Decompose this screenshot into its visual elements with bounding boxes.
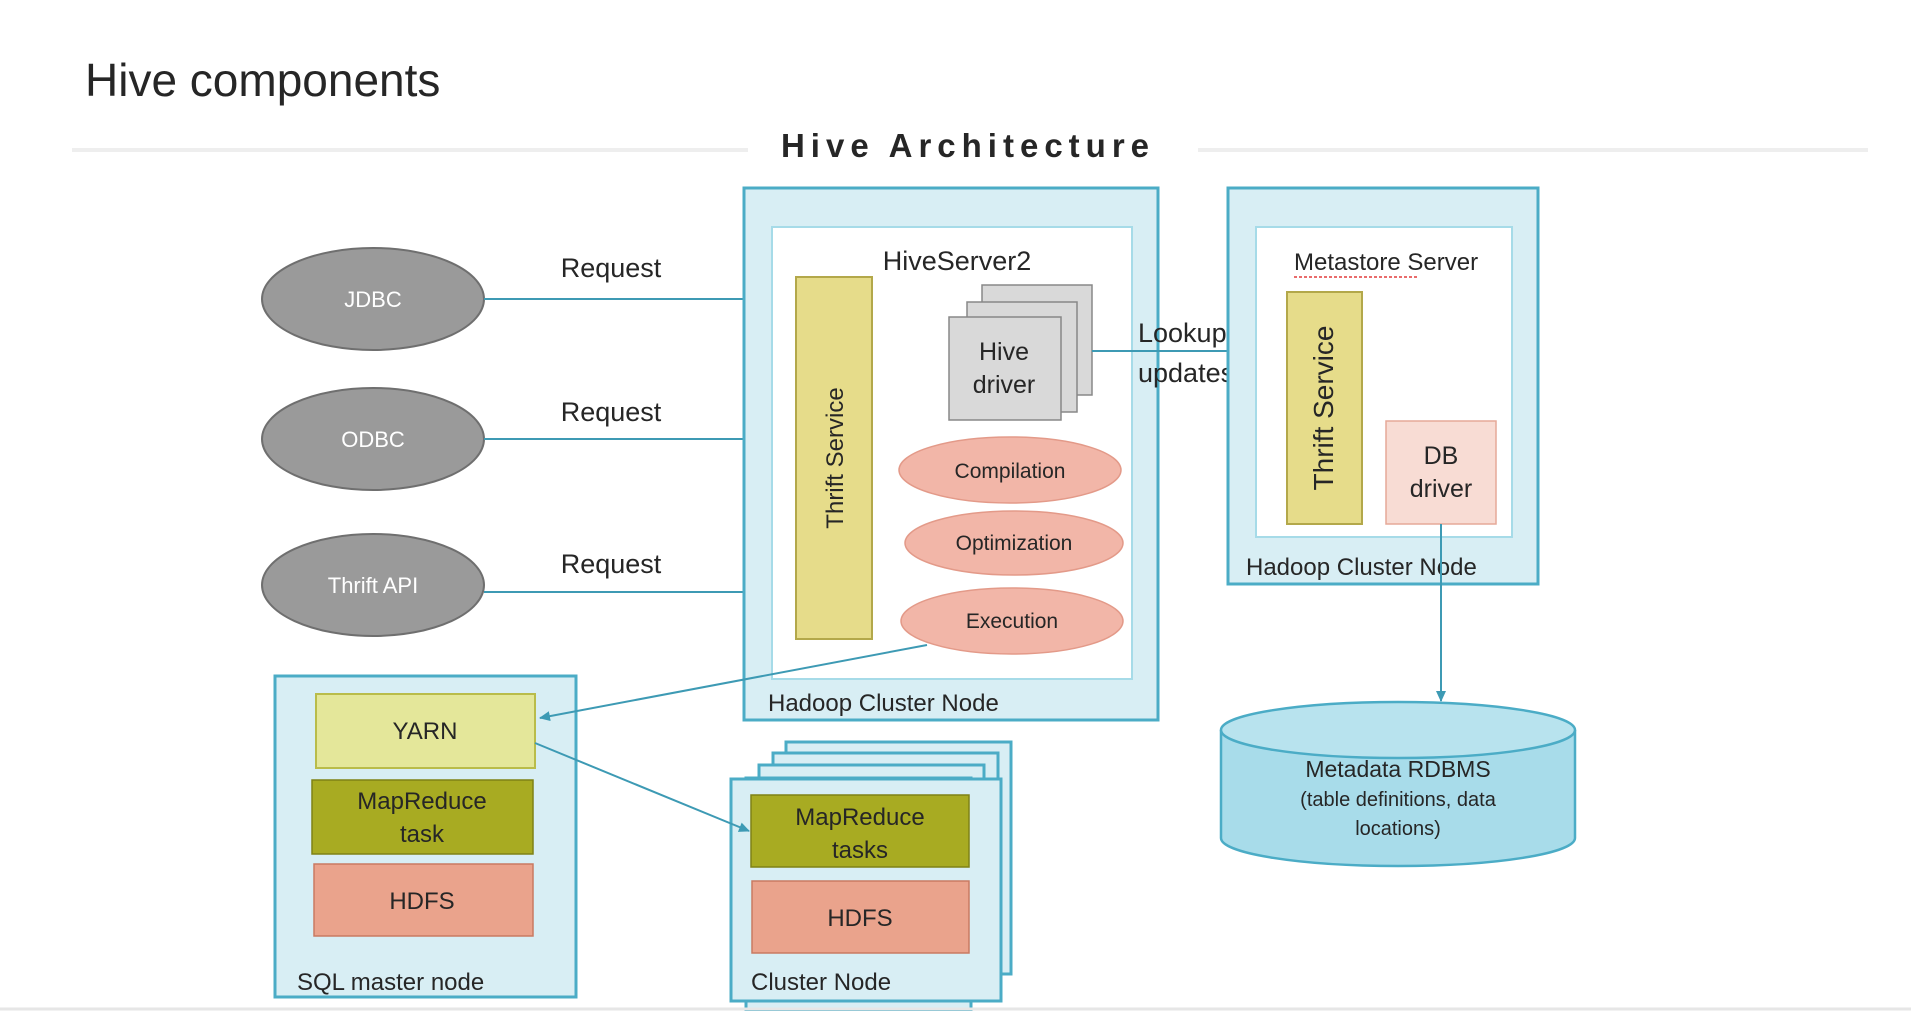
optimization-stage: [904, 510, 1124, 576]
hiveserver-thrift-service: [795, 276, 873, 640]
yarn-to-cluster-arrow: [534, 742, 750, 832]
rdbms-label-line1: Metadata RDBMS: [1305, 756, 1490, 782]
jdbc-request-label: Request: [561, 253, 662, 283]
hive-driver-label-line2: driver: [973, 371, 1036, 399]
thrift-api-client-label: Thrift API: [328, 573, 418, 598]
yarn-label: YARN: [393, 718, 458, 745]
lookups-label-line1: Lookups: [1138, 318, 1240, 348]
odbc-client-label: ODBC: [341, 427, 405, 452]
metastore-node-label: Hadoop Cluster Node: [1246, 554, 1477, 581]
master-hdfs-label: HDFS: [389, 888, 454, 915]
slide-title: Hive components: [85, 54, 440, 106]
hive-driver-label-line1: Hive: [979, 338, 1029, 366]
cluster-node-label: Cluster Node: [751, 969, 891, 996]
execution-label: Execution: [966, 610, 1058, 633]
compilation-label: Compilation: [955, 460, 1066, 483]
rdbms-label-line3: locations): [1355, 818, 1441, 840]
db-driver-label-line1: DB: [1424, 442, 1459, 470]
execution-to-yarn-arrow: [539, 644, 928, 722]
diagram-heading: Hive Architecture: [781, 127, 1155, 164]
odbc-request-label: Request: [561, 397, 662, 427]
hive-driver-box: [948, 316, 1062, 421]
rdbms-cylinder-top: [1219, 700, 1577, 760]
thrift-api-request-label: Request: [561, 549, 662, 579]
master-hdfs-box: [313, 863, 534, 937]
optimization-label: Optimization: [956, 532, 1073, 555]
hiveserver-node-label: Hadoop Cluster Node: [768, 690, 999, 717]
cluster-hdfs-box: [751, 880, 970, 954]
metastore-thrift-label: Thrift Service: [1308, 326, 1339, 491]
lookups-label-line2: updates: [1138, 358, 1234, 388]
cluster-hdfs-label: HDFS: [827, 905, 892, 932]
db-driver-label-line2: driver: [1410, 475, 1473, 503]
cluster-mapreduce-label-line2: tasks: [832, 837, 888, 864]
metastore-thrift-service: [1286, 291, 1363, 525]
cluster-mapreduce-box: [750, 794, 970, 868]
metastore-title: Metastore Server: [1294, 249, 1478, 276]
cluster-mapreduce-label-line1: MapReduce: [795, 804, 924, 831]
execution-stage: [900, 587, 1124, 655]
master-mapreduce-label-line1: MapReduce: [357, 788, 486, 815]
rdbms-cylinder-body: [1219, 730, 1577, 868]
jdbc-client-label: JDBC: [344, 287, 402, 312]
master-mapreduce-box: [311, 779, 534, 855]
sql-master-node-label: SQL master node: [297, 969, 484, 996]
master-mapreduce-label-line2: task: [400, 821, 445, 848]
db-driver-box: [1385, 420, 1497, 525]
yarn-box: [315, 693, 536, 769]
hiveserver-thrift-label: Thrift Service: [822, 387, 849, 528]
compilation-stage: [898, 436, 1122, 504]
rdbms-label-line2: (table definitions, data: [1300, 789, 1497, 811]
hiveserver-title: HiveServer2: [883, 246, 1032, 276]
thrift-api-client-ellipse: [261, 533, 485, 637]
